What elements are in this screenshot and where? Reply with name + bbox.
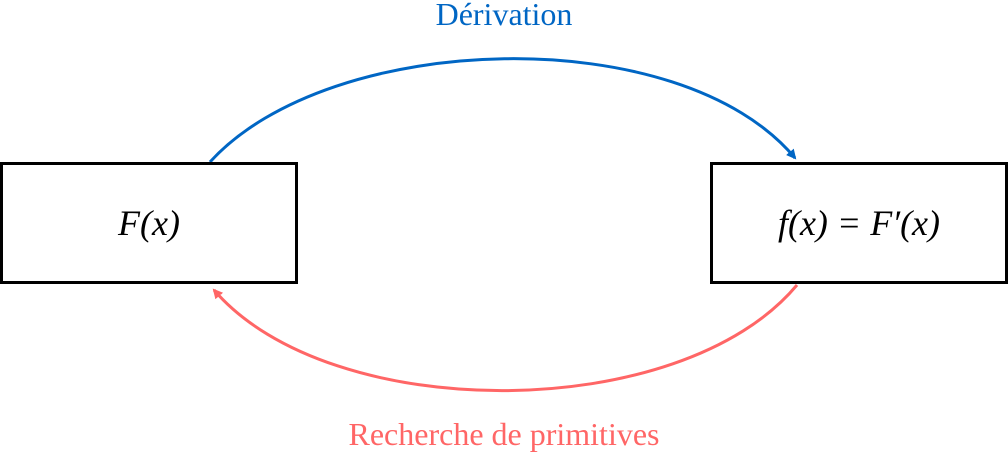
- node-f: f(x) = F′(x): [710, 162, 1008, 284]
- primitive-arrow: [212, 284, 799, 393]
- node-f-label: f(x) = F′(x): [777, 203, 941, 243]
- derivation-label: Dérivation: [435, 0, 573, 32]
- node-F-label: F(x): [118, 203, 180, 243]
- primitive-label: Recherche de primitives: [348, 416, 660, 452]
- derivation-arrow: [208, 57, 797, 164]
- node-F: F(x): [0, 162, 298, 284]
